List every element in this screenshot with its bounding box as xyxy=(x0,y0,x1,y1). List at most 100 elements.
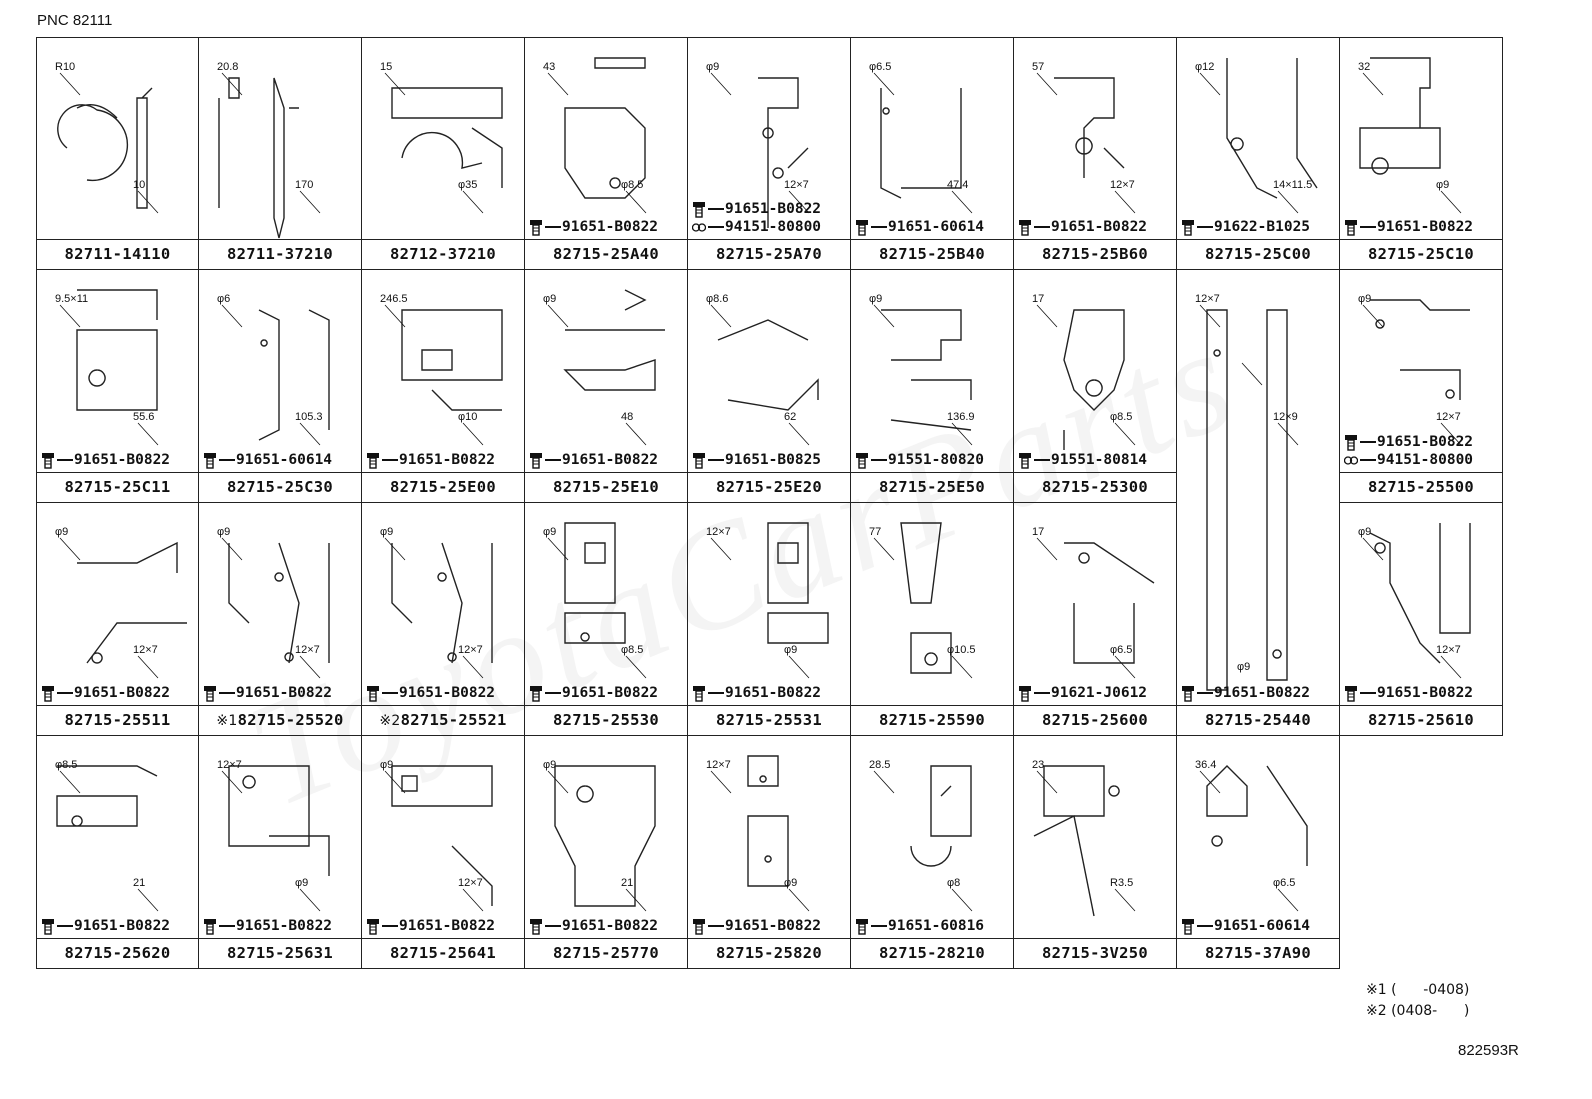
leader-line xyxy=(873,537,895,561)
fastener-item: 91651-B0822 xyxy=(692,684,821,702)
leader-line xyxy=(59,304,81,328)
part-drawing: 12×7φ9 xyxy=(706,522,829,679)
dimension-label: R3.5 xyxy=(1110,877,1133,889)
part-number-text: 82715-25E50 xyxy=(879,478,985,496)
bracket-outline xyxy=(228,765,330,876)
fastener-leader xyxy=(545,226,561,228)
part-number-text: 82715-25B60 xyxy=(1042,245,1148,263)
bracket-outline xyxy=(910,765,972,867)
dimension-label: 21 xyxy=(621,877,633,889)
fastener-list: 91651-60614 xyxy=(855,218,984,236)
leader-line xyxy=(59,537,81,561)
part-number: 82715-25620 xyxy=(37,938,198,968)
dimension-label: φ9 xyxy=(1358,293,1371,305)
fastener-item: 91651-B0825 xyxy=(692,451,821,469)
part-number-text: 82715-25C30 xyxy=(227,478,333,496)
fastener-item: 91651-B0822 xyxy=(1344,218,1473,236)
fastener-leader xyxy=(1034,226,1050,228)
leader-line xyxy=(1440,422,1462,446)
fastener-part-number: 91651-B0822 xyxy=(562,918,659,934)
bolt-icon xyxy=(856,219,868,236)
dimension-label: 28.5 xyxy=(869,759,890,771)
bolt-icon xyxy=(1345,685,1357,702)
fastener-part-number: 91651-B0822 xyxy=(1377,434,1474,450)
part-number-text: 82715-25590 xyxy=(879,711,985,729)
leader-line xyxy=(547,770,569,794)
bolt-icon xyxy=(1019,685,1031,702)
fastener-leader xyxy=(382,692,398,694)
leader-line xyxy=(137,190,159,214)
fastener-leader xyxy=(1034,692,1050,694)
part-number: 82715-25C11 xyxy=(37,472,198,502)
leader-line xyxy=(710,770,732,794)
leader-line xyxy=(873,304,895,328)
fastener-part-number: 91651-60614 xyxy=(888,219,985,235)
part-number-text: 82715-25E20 xyxy=(716,478,822,496)
leader-line xyxy=(1036,770,1058,794)
leader-line xyxy=(1362,537,1384,561)
fastener-part-number: 91651-B0822 xyxy=(1377,219,1474,235)
bolt-icon xyxy=(42,918,54,935)
part-number-text: 82715-25C10 xyxy=(1368,245,1474,263)
dimension-label: 12×7 xyxy=(706,759,731,771)
part-number-text: 82715-25E00 xyxy=(390,478,496,496)
fastener-list: 91651-B0825 xyxy=(692,451,821,469)
leader-line xyxy=(299,190,321,214)
leader-line xyxy=(1114,190,1136,214)
dimension-label: 14×11.5 xyxy=(1273,179,1312,191)
leader-line xyxy=(873,770,895,794)
dimension-label: φ9 xyxy=(1237,661,1250,673)
leader-line xyxy=(547,72,569,96)
fastener-item: 91651-B0822 xyxy=(203,684,332,702)
fastener-list: 91651-B0822 xyxy=(529,917,658,935)
fastener-part-number: 91651-B0822 xyxy=(725,201,822,217)
dimension-label: φ9 xyxy=(543,293,556,305)
part-number: 82715-25B60 xyxy=(1014,239,1176,269)
bracket-outline xyxy=(1370,299,1470,400)
dimension-label: φ6.5 xyxy=(1273,877,1295,889)
dimension-label: 77 xyxy=(869,526,881,538)
part-number: 82712-37210 xyxy=(362,239,524,269)
fastener-list: 91651-B0822 xyxy=(41,684,170,702)
dimension-label: 12×7 xyxy=(217,759,242,771)
leader-line xyxy=(873,72,895,96)
part-number: 82715-25610 xyxy=(1340,705,1502,735)
bracket-outline xyxy=(1206,309,1288,691)
part-number-text: 82715-25610 xyxy=(1368,711,1474,729)
part-drawing: φ6.547.4 xyxy=(869,61,973,214)
part-number: 82715-25C30 xyxy=(199,472,361,502)
fastener-leader xyxy=(57,925,73,927)
bolt-icon xyxy=(204,452,216,469)
fastener-part-number: 91651-B0822 xyxy=(236,918,333,934)
dimension-label: φ9 xyxy=(380,526,393,538)
fastener-leader xyxy=(708,226,724,228)
part-number: 82715-25530 xyxy=(525,705,687,735)
part-number: 82715-25440 xyxy=(1177,705,1339,735)
fastener-leader xyxy=(871,459,887,461)
leader-line xyxy=(299,422,321,446)
leader-line xyxy=(710,72,732,96)
bolt-icon xyxy=(367,452,379,469)
dimension-label: φ9 xyxy=(55,526,68,538)
leader-line xyxy=(1036,304,1058,328)
bracket-outline xyxy=(1063,309,1125,450)
bracket-outline xyxy=(564,522,626,644)
dimension-label: 62 xyxy=(784,411,796,423)
dimension-label: φ9 xyxy=(784,877,797,889)
